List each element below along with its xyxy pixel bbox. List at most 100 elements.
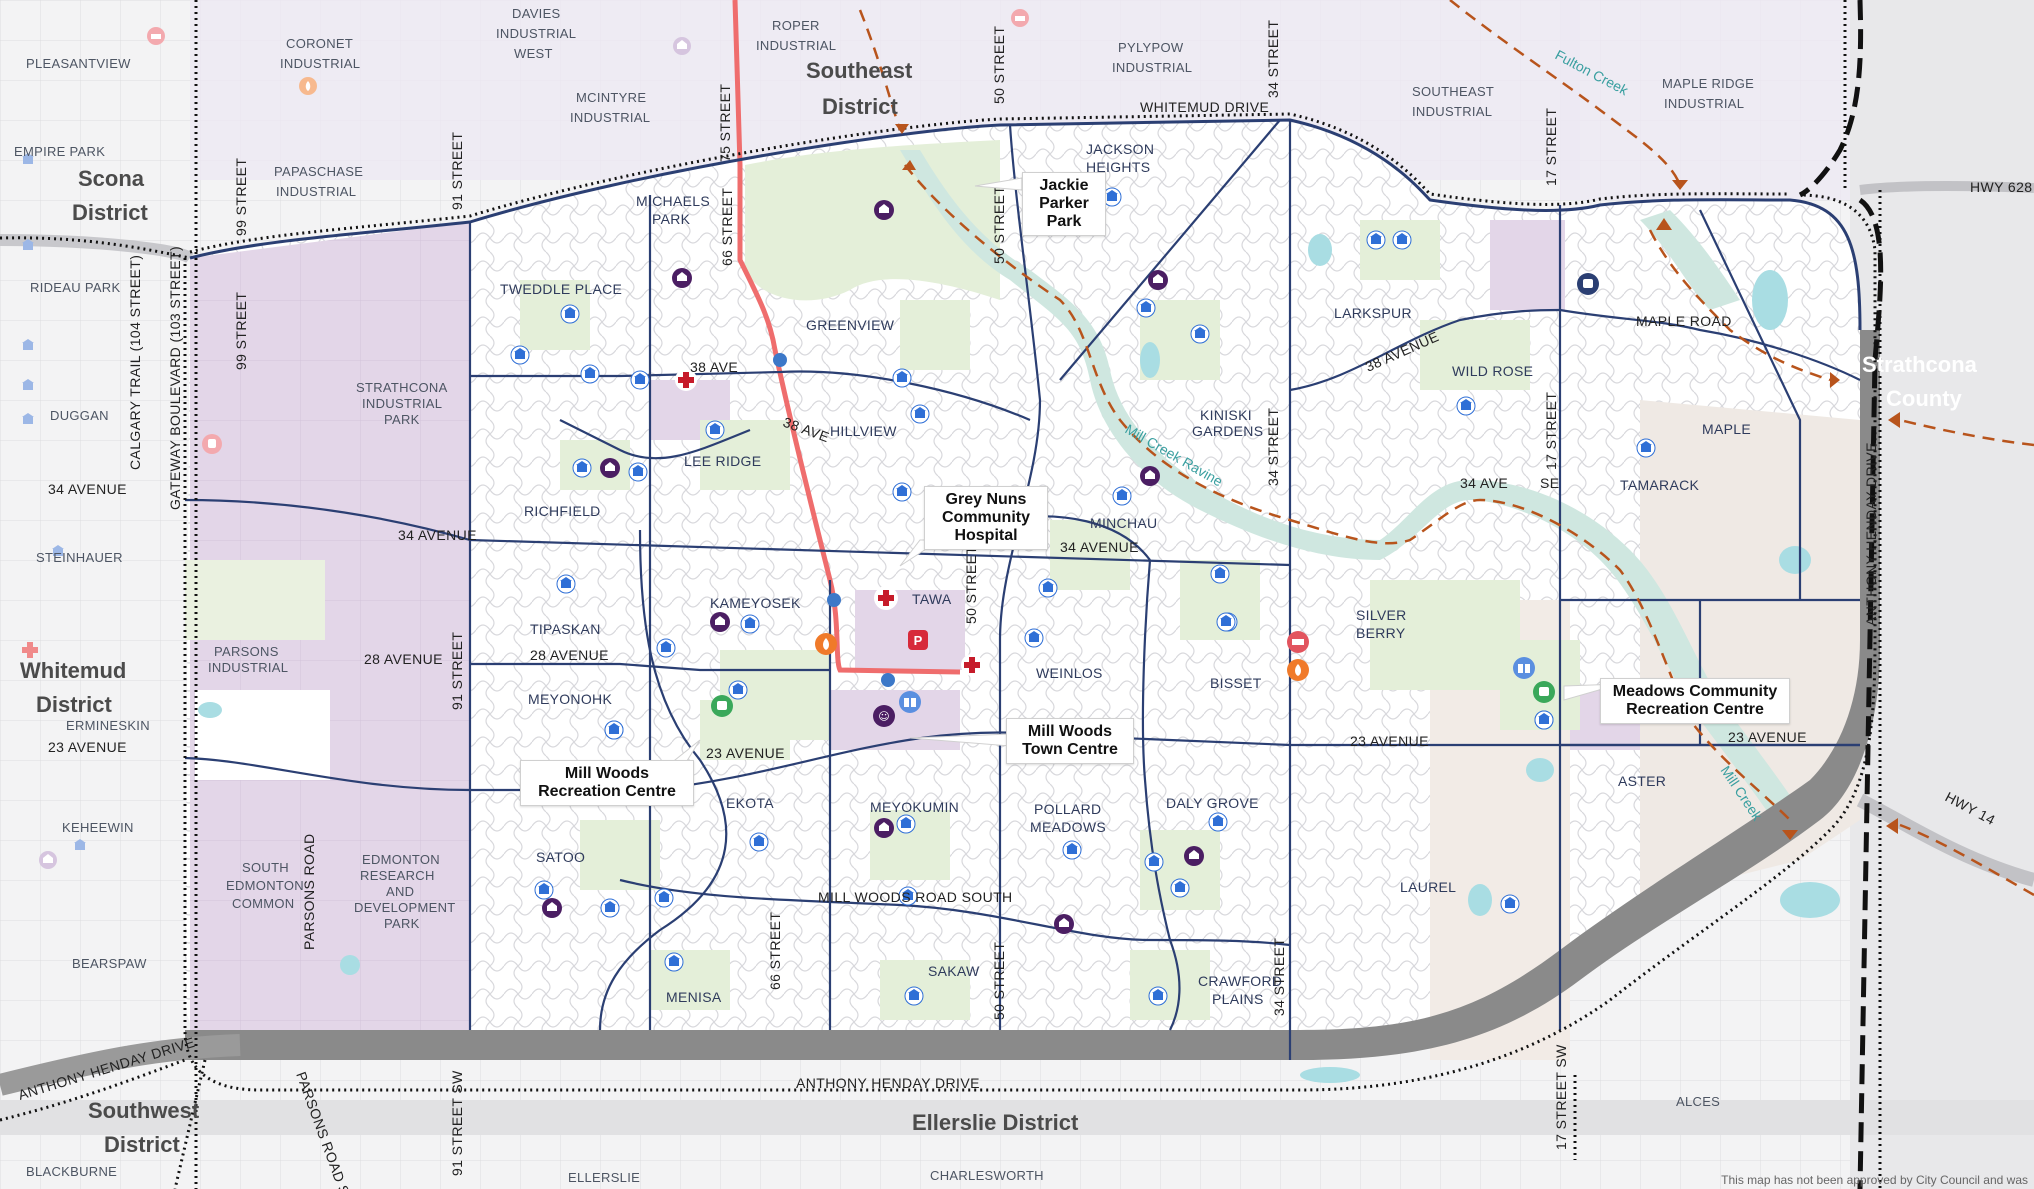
community-hall-icon[interactable] <box>710 612 730 632</box>
school-icon[interactable] <box>910 404 930 424</box>
school-icon[interactable] <box>1144 852 1164 872</box>
school-icon[interactable] <box>1062 840 1082 860</box>
school-icon[interactable] <box>1210 564 1230 584</box>
label-38-ave-west: 38 AVE <box>690 359 738 375</box>
callout-jackie-parker-park[interactable]: Jackie Parker Park <box>1022 172 1106 236</box>
school-icon[interactable] <box>1148 986 1168 1006</box>
label-richfield: RICHFIELD <box>524 503 601 519</box>
fire-station-icon[interactable] <box>815 633 837 655</box>
ambulance-icon[interactable] <box>147 27 165 45</box>
school-icon[interactable] <box>572 458 592 478</box>
hospital-icon[interactable] <box>675 369 697 391</box>
school-icon[interactable] <box>1024 628 1044 648</box>
school-icon[interactable] <box>1038 578 1058 598</box>
school-icon[interactable] <box>1208 812 1228 832</box>
school-icon[interactable] <box>1136 298 1156 318</box>
school-icon[interactable] <box>1456 396 1476 416</box>
school-icon[interactable] <box>1216 612 1236 632</box>
hospital-icon[interactable] <box>874 586 898 610</box>
community-hall-icon[interactable] <box>672 268 692 288</box>
school-icon[interactable] <box>556 574 576 594</box>
school-icon[interactable] <box>630 370 650 390</box>
ambulance-icon[interactable] <box>1287 631 1309 653</box>
school-icon[interactable] <box>749 832 769 852</box>
lrt-station-grey-nuns[interactable] <box>827 593 841 607</box>
community-hall-icon[interactable] <box>39 851 57 869</box>
ambulance-icon[interactable] <box>1011 9 1029 27</box>
school-icon[interactable] <box>628 462 648 482</box>
school-icon[interactable] <box>22 153 34 164</box>
school-icon[interactable] <box>22 413 34 424</box>
transit-icon[interactable] <box>711 695 733 717</box>
school-icon[interactable] <box>1534 710 1554 730</box>
transit-icon[interactable] <box>202 434 222 454</box>
school-icon[interactable] <box>740 614 760 634</box>
school-icon[interactable] <box>22 379 34 390</box>
community-hall-icon[interactable] <box>874 200 894 220</box>
school-icon[interactable] <box>654 888 674 908</box>
label-17-street-sw: 17 STREET SW <box>1553 1044 1569 1150</box>
school-icon[interactable] <box>1392 230 1412 250</box>
community-hall-icon[interactable] <box>874 818 894 838</box>
school-icon[interactable] <box>904 986 924 1006</box>
fire-station-icon[interactable] <box>1287 659 1309 681</box>
label-parsons-road: PARSONS ROAD <box>301 833 317 950</box>
school-icon[interactable] <box>1170 878 1190 898</box>
school-icon[interactable] <box>896 814 916 834</box>
school-icon[interactable] <box>22 339 34 350</box>
library-icon[interactable] <box>1513 657 1535 679</box>
hospital-icon[interactable] <box>961 654 983 676</box>
school-icon[interactable] <box>1636 438 1656 458</box>
label-daly-grove: DALY GROVE <box>1166 795 1259 811</box>
community-hall-icon[interactable] <box>673 37 691 55</box>
label-28-avenue-west: 28 AVENUE <box>364 651 443 667</box>
library-icon[interactable] <box>899 691 921 713</box>
school-icon[interactable] <box>1366 230 1386 250</box>
lrt-station-mill-woods[interactable] <box>881 673 895 687</box>
school-icon[interactable] <box>898 886 918 906</box>
district-label-ellerslie: Ellerslie District <box>912 1110 1079 1135</box>
school-icon[interactable] <box>728 680 748 700</box>
school-icon[interactable] <box>580 364 600 384</box>
school-icon[interactable] <box>892 368 912 388</box>
school-icon[interactable] <box>22 239 34 250</box>
transit-centre-icon[interactable] <box>1577 273 1599 295</box>
callout-meadows-recreation-centre[interactable]: Meadows Community Recreation Centre <box>1600 678 1790 724</box>
label-calgary-trail: CALGARY TRAIL (104 STREET) <box>127 255 143 470</box>
school-icon[interactable] <box>534 880 554 900</box>
community-hall-icon[interactable] <box>1148 270 1168 290</box>
park-19 <box>880 960 970 1020</box>
school-icon[interactable] <box>560 304 580 324</box>
school-icon[interactable] <box>74 839 86 850</box>
school-icon[interactable] <box>52 545 64 556</box>
school-icon[interactable] <box>705 420 725 440</box>
community-hall-icon[interactable] <box>1184 846 1204 866</box>
city-limit-east <box>1857 197 1884 1189</box>
community-hall-icon[interactable] <box>1140 466 1160 486</box>
hospital-icon[interactable] <box>22 642 38 658</box>
school-icon[interactable] <box>1190 324 1210 344</box>
lrt-station-38-ave[interactable] <box>773 353 787 367</box>
callout-grey-nuns-hospital[interactable]: Grey Nuns Community Hospital <box>924 486 1048 550</box>
school-icon[interactable] <box>664 952 684 972</box>
school-icon[interactable] <box>1112 486 1132 506</box>
school-icon[interactable] <box>510 345 530 365</box>
school-icon[interactable] <box>892 482 912 502</box>
community-hall-icon[interactable] <box>1054 914 1074 934</box>
school-icon[interactable] <box>1500 894 1520 914</box>
fire-station-icon[interactable] <box>299 77 317 95</box>
label-weinlos: WEINLOS <box>1036 665 1103 681</box>
community-hall-icon[interactable] <box>600 458 620 478</box>
callout-mill-woods-recreation-centre[interactable]: Mill Woods Recreation Centre <box>520 760 694 806</box>
school-icon[interactable] <box>600 898 620 918</box>
label-alces: ALCES <box>1676 1094 1720 1109</box>
community-hall-icon[interactable] <box>542 898 562 918</box>
police-icon[interactable]: P <box>908 630 928 650</box>
callout-mill-woods-town-centre[interactable]: Mill Woods Town Centre <box>1006 718 1134 764</box>
transit-icon[interactable] <box>1533 681 1555 703</box>
theatre-icon[interactable]: ☺ <box>873 705 895 727</box>
school-icon[interactable] <box>604 720 624 740</box>
school-icon[interactable] <box>656 638 676 658</box>
